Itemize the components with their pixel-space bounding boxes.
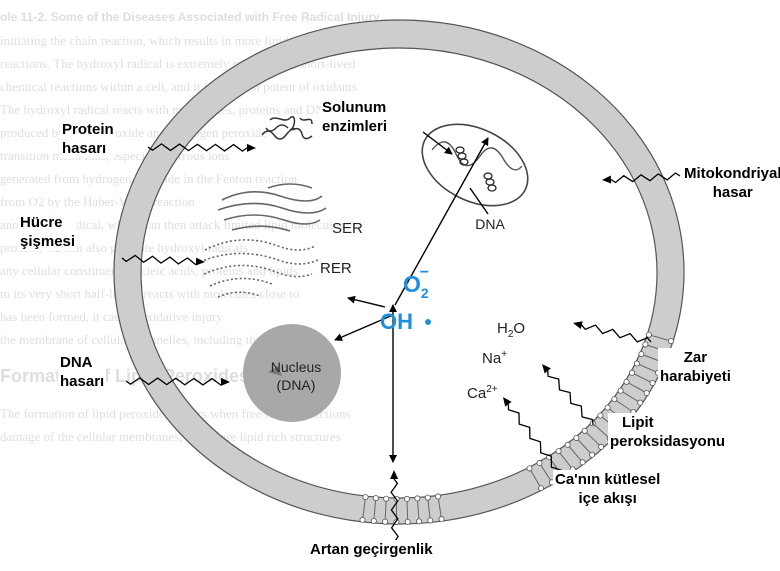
protein-tangles [262,117,312,139]
label-artan-gecirgenlik: Artan geçirgenlik [308,540,435,559]
lipid-head [599,444,604,449]
lipid-head [428,518,433,523]
label-line: Zar [660,348,731,367]
h2o-label: H2O [497,320,525,340]
wavy-arrow [582,325,651,342]
label-line: içe akışı [555,489,660,508]
lipid-head [382,519,387,524]
lipid-head [634,361,639,366]
nucleus-dna-label: (DNA) [277,377,316,393]
label-line: hasarı [62,139,114,158]
lipid-head [538,486,543,491]
lipid-head [574,435,579,440]
lipid-head [638,400,643,405]
label-protein-hasari: Protein hasarı [60,120,116,158]
label-dna-hasari: DNA hasarı [58,353,106,391]
lipid-head [373,495,378,500]
label-line: hasarı [60,372,104,391]
lipid-head [589,452,594,457]
label-line: hasar [684,183,780,202]
wavy-arrow-head [247,144,256,152]
lipid-head [612,397,617,402]
lipid-head [537,460,542,465]
lipid-head [650,380,655,385]
lipid-head [404,496,409,501]
lipid-head [371,518,376,523]
lipid-head [618,388,623,393]
lipid-head [668,338,673,343]
wavy-arrow [548,371,593,425]
lipid-head [415,496,420,501]
wavy-arrow-head [221,378,230,386]
hydroxyl-label: OH [380,309,413,334]
label-mitokondriyal-hasar: Mitokondriyal hasar [682,164,780,202]
ca-base: Ca [467,385,487,402]
wavy-arrow-head [196,258,205,266]
lipid-head [384,496,389,501]
lipid-head [527,466,532,471]
label-hucre-sismesi: Hücre şişmesi [18,213,77,251]
label-ca-kutlesel-ice-akisi: Ca'nın kütlesel içe akışı [553,470,662,508]
h2o-o: O [513,320,525,337]
cell-membrane [114,20,684,524]
lipid-head [646,332,651,337]
lipid-head [629,370,634,375]
label-line: Protein [62,120,114,139]
lipid-head [425,495,430,500]
label-solunum-enzimleri: Solunum enzimleri [320,98,389,136]
mito-dna-label: DNA [475,216,505,232]
ca-charge: 2+ [486,384,498,395]
lipid-head [556,449,561,454]
superoxide-sub: 2 [421,285,429,301]
label-line: DNA [60,353,104,372]
nucleus-label: Nucleus [271,359,322,375]
lipid-head [582,428,587,433]
rough-er [200,240,318,297]
ser-label: SER [332,220,363,237]
lipid-head [439,517,444,522]
smooth-er [218,184,326,231]
lipid-head [624,379,629,384]
label-lipit-peroksidasyonu: Lipit peroksidasyonu [608,413,727,451]
na-label: Na+ [482,349,507,367]
lipid-head [565,442,570,447]
label-line: enzimleri [322,117,387,136]
rer-label: RER [320,260,352,277]
label-line: harabiyeti [660,367,731,386]
label-line: Mitokondriyal [684,164,780,183]
wavy-arrow-head [503,397,512,407]
label-line: Solunum [322,98,387,117]
hydroxyl-radical-dot [425,319,431,325]
lipid-head [435,494,440,499]
label-line: Lipit [610,413,725,432]
lipid-head [605,405,610,410]
wavy-arrow-head [542,364,551,373]
wavy-arrow-head [390,470,398,479]
lipid-head [598,413,603,418]
label-line: Hücre [20,213,75,232]
superoxide-charge: − [420,264,429,281]
superoxide-label: O2 − [403,264,429,301]
lipid-head [360,517,365,522]
ca-label: Ca2+ [467,384,498,402]
label-zar-harabiyeti: Zar harabiyeti [658,348,733,386]
lipid-head [639,351,644,356]
na-base: Na [482,350,502,367]
wavy-arrow-head [602,176,611,184]
lipid-head [416,519,421,524]
lipid-head [405,519,410,524]
label-line: Ca'nın kütlesel [555,470,660,489]
mitochondrion [409,108,541,222]
lipid-head [644,390,649,395]
h2o-h: H [497,320,508,337]
na-charge: + [501,349,507,360]
label-line: peroksidasyonu [610,432,725,451]
lipid-head [643,342,648,347]
lipid-head [580,460,585,465]
superoxide-base: O [403,271,421,297]
label-line: şişmesi [20,232,75,251]
lipid-head [363,495,368,500]
wavy-arrow-head [573,321,583,329]
